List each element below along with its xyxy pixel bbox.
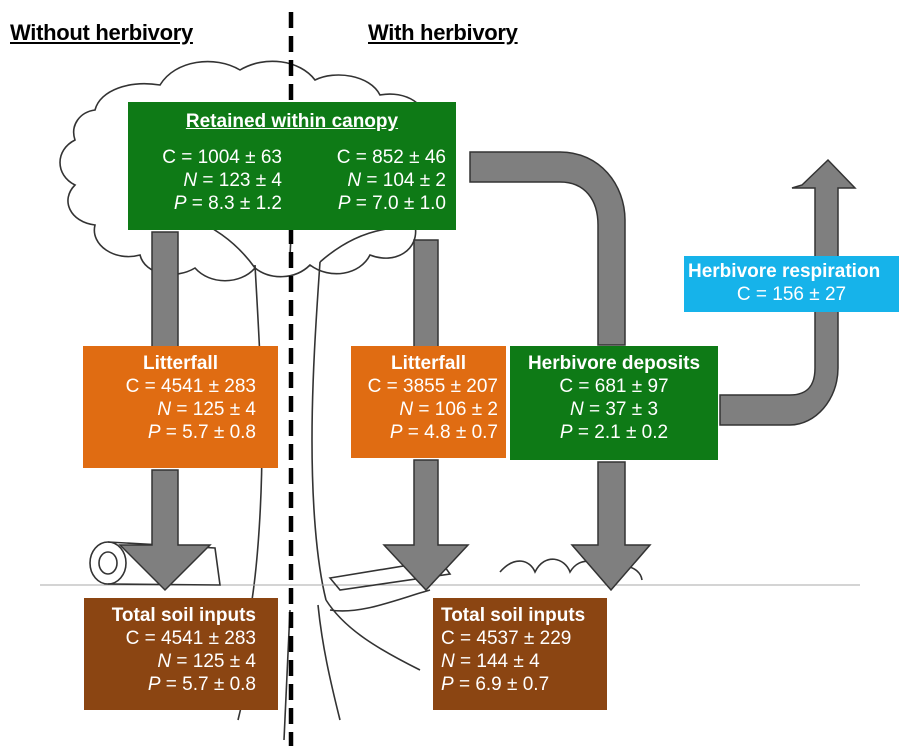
herbivore-respiration-box: Herbivore respiration C = 156 ± 27 (684, 256, 899, 312)
arrow-deposits-to-respiration (719, 158, 857, 426)
canopy-c-with: C = 852 ± 46 (336, 147, 446, 168)
heading-without-herbivory: Without herbivory (10, 20, 193, 45)
canopy-n-with: N = 104 ± 2 (347, 170, 446, 191)
litterfall-without-title: Litterfall (143, 353, 218, 374)
soil-with-c: C = 4537 ± 229 (441, 628, 572, 649)
litterfall-with-title: Litterfall (391, 353, 466, 374)
respiration-c: C = 156 ± 27 (736, 284, 847, 305)
deposits-p: P = 2.1 ± 0.2 (559, 422, 669, 443)
arrow-litterfall-to-soil-right (382, 459, 470, 592)
litterfall-without-n: N = 125 ± 4 (157, 399, 256, 420)
litterfall-without-c: C = 4541 ± 283 (125, 376, 256, 397)
deposits-c: C = 681 ± 97 (559, 376, 669, 397)
canopy-title: Retained within canopy (185, 111, 399, 132)
soil-without-c: C = 4541 ± 283 (125, 628, 256, 649)
canopy-n-without: N = 123 ± 4 (183, 170, 282, 191)
canopy-p-with: P = 7.0 ± 1.0 (337, 193, 446, 214)
soil-without-p: P = 5.7 ± 0.8 (147, 674, 256, 695)
canopy-values-without: C = 1004 ± 63 N = 123 ± 4 P = 8.3 ± 1.2 (136, 146, 282, 215)
heading-with-herbivory: With herbivory (368, 20, 518, 45)
litterfall-with-c: C = 3855 ± 207 (367, 376, 498, 397)
soil-without-n: N = 125 ± 4 (157, 651, 256, 672)
arrow-litterfall-to-soil-left (118, 469, 212, 592)
soil-with-p: P = 6.9 ± 0.7 (441, 674, 550, 695)
litterfall-with-p: P = 4.8 ± 0.7 (389, 422, 498, 443)
arrow-canopy-to-litterfall-left (151, 231, 179, 348)
litterfall-with-n: N = 106 ± 2 (399, 399, 498, 420)
litterfall-with-box: Litterfall C = 3855 ± 207 N = 106 ± 2 P … (351, 346, 506, 458)
arrow-canopy-to-deposits (469, 151, 626, 346)
arrow-deposits-to-soil (570, 461, 652, 592)
canopy-values-with: C = 852 ± 46 N = 104 ± 2 P = 7.0 ± 1.0 (296, 146, 446, 215)
soil-without-title: Total soil inputs (111, 605, 256, 626)
respiration-title: Herbivore respiration (688, 261, 881, 282)
deposits-n: N = 37 ± 3 (569, 399, 659, 420)
soil-with-title: Total soil inputs (441, 605, 586, 626)
soil-without-box: Total soil inputs C = 4541 ± 283 N = 125… (84, 598, 278, 710)
soil-with-n: N = 144 ± 4 (441, 651, 540, 672)
litterfall-without-box: Litterfall C = 4541 ± 283 N = 125 ± 4 P … (83, 346, 278, 468)
canopy-c-without: C = 1004 ± 63 (162, 147, 282, 168)
canopy-box: Retained within canopy C = 1004 ± 63 N =… (128, 102, 456, 230)
litterfall-without-p: P = 5.7 ± 0.8 (147, 422, 256, 443)
herbivore-deposits-box: Herbivore deposits C = 681 ± 97 N = 37 ±… (510, 346, 718, 460)
canopy-p-without: P = 8.3 ± 1.2 (173, 193, 282, 214)
soil-with-box: Total soil inputs C = 4537 ± 229 N = 144… (433, 598, 607, 710)
deposits-title: Herbivore deposits (527, 353, 701, 374)
arrow-canopy-to-litterfall-right (413, 239, 439, 349)
